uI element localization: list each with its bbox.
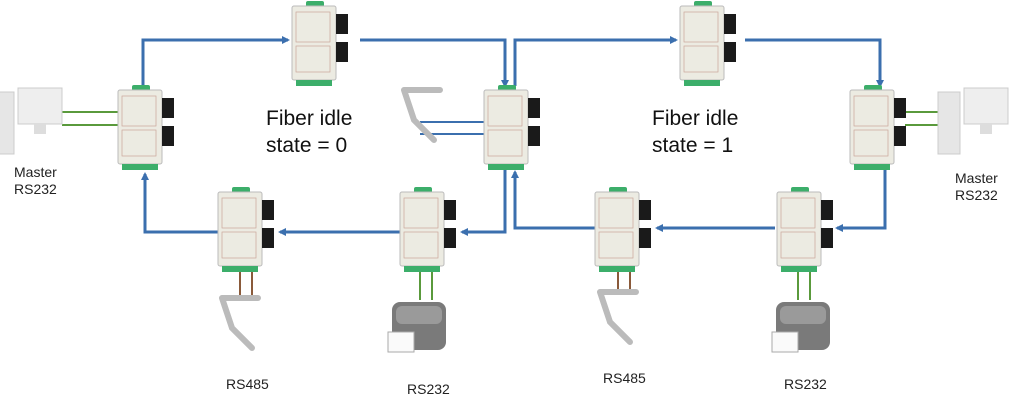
master-right-line2: RS232	[955, 187, 998, 203]
fiber-converter-device	[399, 187, 456, 272]
fiber-converter-device	[679, 1, 736, 86]
fiber-arrow	[745, 38, 884, 88]
robot-arm-icon	[219, 295, 261, 351]
state-0-annotation: Fiber idle state = 0	[266, 105, 352, 159]
state-1-line1: Fiber idle	[652, 107, 739, 130]
fiber-converter-device	[217, 187, 274, 272]
state-1-annotation: Fiber idle state = 1	[652, 105, 738, 159]
fiber-arrow	[511, 170, 595, 230]
robot-arm-icon	[597, 289, 639, 345]
fiber-arrow	[513, 36, 678, 86]
state-0-line2: state = 0	[266, 134, 348, 157]
fiber-arrow	[141, 172, 218, 234]
fiber-converter-device	[849, 85, 906, 170]
rs485-label-b: RS485	[603, 370, 646, 386]
fiber-converter-device	[776, 187, 833, 272]
label-printer-icon	[387, 302, 446, 353]
state-1-line2: state = 1	[652, 134, 734, 157]
rs232-label-b: RS232	[784, 376, 827, 392]
fiber-arrow	[460, 170, 507, 236]
master-left-label: Master RS232	[14, 164, 57, 198]
fiber-converter-device	[291, 1, 348, 86]
computer-icon	[0, 87, 63, 155]
fiber-arrow	[360, 38, 509, 88]
fiber-arrow	[141, 36, 290, 90]
fiber-converter-device	[483, 85, 540, 170]
robot-arm-icon	[401, 87, 443, 143]
state-0-line1: Fiber idle	[266, 107, 353, 130]
fiber-converter-device	[594, 187, 651, 272]
master-right-label: Master RS232	[955, 170, 998, 204]
label-printer-icon	[771, 302, 830, 353]
rs232-label-a: RS232	[407, 381, 450, 397]
computer-icon	[937, 87, 1009, 155]
master-left-line1: Master	[14, 164, 57, 180]
rs485-label-a: RS485	[226, 376, 269, 392]
fiber-arrow	[835, 170, 887, 232]
master-left-line2: RS232	[14, 181, 57, 197]
fiber-converter-device	[117, 85, 174, 170]
master-right-line1: Master	[955, 170, 998, 186]
